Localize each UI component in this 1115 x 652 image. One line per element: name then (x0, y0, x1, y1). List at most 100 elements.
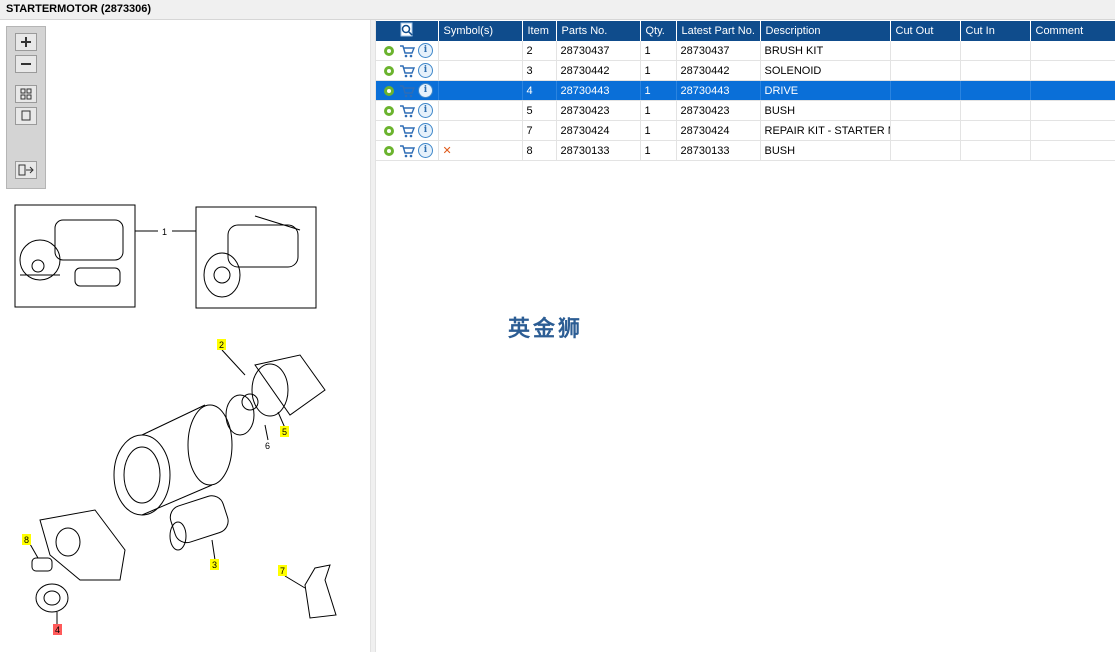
row-item: 2 (522, 41, 557, 61)
row-qty: 1 (640, 41, 677, 61)
callout-6[interactable]: 6 (265, 441, 270, 451)
col-parts-no[interactable]: Parts No. (556, 21, 641, 41)
row-cut-in (960, 41, 1031, 61)
parts-grid: Symbol(s) Item Parts No. Qty. Latest Par… (376, 21, 1115, 652)
gear-icon[interactable] (382, 44, 396, 58)
row-qty: 1 (640, 140, 677, 161)
col-description[interactable]: Description (760, 21, 891, 41)
row-latest-part-no: 28730423 (676, 100, 761, 121)
export-icon (18, 164, 34, 176)
row-actions: i (376, 60, 439, 81)
row-description: BRUSH KIT (760, 41, 891, 61)
gear-icon[interactable] (382, 124, 396, 138)
col-latest-part-no[interactable]: Latest Part No. (676, 21, 761, 41)
cart-icon[interactable] (399, 144, 415, 158)
row-cut-out (890, 41, 961, 61)
row-cut-in (960, 80, 1031, 101)
row-part-no: 28730133 (556, 140, 641, 161)
zoom-in-button[interactable] (15, 33, 37, 51)
row-item: 3 (522, 60, 557, 81)
window-title-bar: STARTERMOTOR (2873306) (0, 0, 1115, 20)
row-part-no: 28730443 (556, 80, 641, 101)
callout-3[interactable]: 3 (212, 560, 217, 570)
row-item: 5 (522, 100, 557, 121)
header-search-cell[interactable] (376, 21, 439, 41)
callout-4[interactable]: 4 (55, 625, 60, 635)
row-description: BUSH (760, 100, 891, 121)
zoom-out-button[interactable] (15, 55, 37, 73)
row-cut-in (960, 100, 1031, 121)
callout-2[interactable]: 2 (219, 340, 224, 350)
row-cut-in (960, 140, 1031, 161)
col-symbols[interactable]: Symbol(s) (438, 21, 523, 41)
export-button[interactable] (15, 161, 37, 179)
row-latest-part-no: 28730424 (676, 120, 761, 141)
row-symbol (438, 80, 523, 101)
actual-size-button[interactable] (15, 107, 37, 125)
row-symbol (438, 100, 523, 121)
row-latest-part-no: 28730443 (676, 80, 761, 101)
zoom-out-icon (21, 63, 31, 65)
row-actions: i (376, 41, 439, 61)
row-comment (1030, 41, 1115, 61)
row-cut-in (960, 120, 1031, 141)
fit-button[interactable] (15, 85, 37, 103)
row-description: REPAIR KIT - STARTER MOTOR (760, 120, 891, 141)
cart-icon[interactable] (399, 104, 415, 118)
row-cut-out (890, 60, 961, 81)
cart-icon[interactable] (399, 124, 415, 138)
row-latest-part-no: 28730437 (676, 41, 761, 61)
gear-icon[interactable] (382, 64, 396, 78)
cart-icon[interactable] (399, 84, 415, 98)
row-item: 4 (522, 80, 557, 101)
callout-1[interactable]: 1 (162, 227, 167, 237)
exploded-diagram[interactable]: 1 2 5 6 3 7 8 4 (0, 20, 370, 652)
row-item: 7 (522, 120, 557, 141)
row-symbol (438, 41, 523, 61)
info-icon[interactable]: i (418, 143, 433, 158)
info-icon[interactable]: i (418, 63, 433, 78)
row-comment (1030, 120, 1115, 141)
info-icon[interactable]: i (418, 83, 433, 98)
watermark: 英金狮 (508, 317, 584, 342)
assembly-view-left (14, 204, 136, 308)
info-icon[interactable]: i (418, 43, 433, 58)
gear-icon[interactable] (382, 84, 396, 98)
row-cut-out (890, 140, 961, 161)
cart-icon[interactable] (399, 44, 415, 58)
row-actions: i (376, 80, 439, 101)
callout-5[interactable]: 5 (282, 427, 287, 437)
row-actions: i (376, 100, 439, 121)
gear-icon[interactable] (382, 104, 396, 118)
row-description: DRIVE (760, 80, 891, 101)
row-description: BUSH (760, 140, 891, 161)
row-qty: 1 (640, 100, 677, 121)
info-icon[interactable]: i (418, 123, 433, 138)
callout-8[interactable]: 8 (24, 535, 29, 545)
col-cut-in[interactable]: Cut In (960, 21, 1031, 41)
col-cut-out[interactable]: Cut Out (890, 21, 961, 41)
row-description: SOLENOID (760, 60, 891, 81)
row-cut-out (890, 80, 961, 101)
col-item[interactable]: Item (522, 21, 557, 41)
row-actions: i (376, 140, 439, 161)
row-qty: 1 (640, 120, 677, 141)
pane-splitter[interactable] (370, 20, 376, 652)
info-icon[interactable]: i (418, 103, 433, 118)
row-comment (1030, 100, 1115, 121)
col-qty[interactable]: Qty. (640, 21, 677, 41)
callout-7[interactable]: 7 (280, 566, 285, 576)
actual-size-icon (21, 110, 31, 121)
row-comment (1030, 60, 1115, 81)
col-comment[interactable]: Comment (1030, 21, 1115, 41)
gear-icon[interactable] (382, 144, 396, 158)
diagram-pane[interactable]: 1 2 5 6 3 7 8 4 (0, 20, 370, 652)
cart-icon[interactable] (399, 64, 415, 78)
row-part-no: 28730442 (556, 60, 641, 81)
